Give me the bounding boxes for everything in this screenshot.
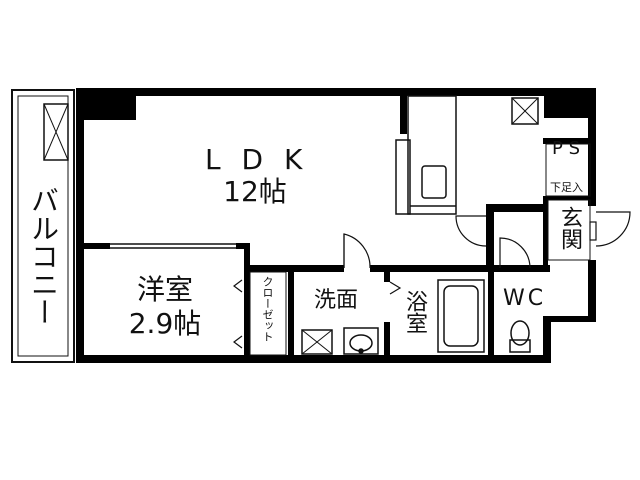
ps-label: P S [552, 138, 581, 159]
ldk-size: 12帖 [223, 175, 287, 208]
closet [233, 271, 287, 356]
western-room-size: 2.9帖 [128, 307, 202, 340]
washroom-label: 洗面 [314, 288, 359, 313]
balcony-label: バルコニー [27, 186, 60, 326]
sliding-door [110, 243, 236, 249]
balcony-ac-unit-icon [43, 103, 69, 161]
washing-machine-icon [301, 329, 333, 355]
shoe-box-label: 下足入 [550, 181, 583, 194]
bathroom-label: 浴室 [402, 290, 427, 334]
entrance-label: 玄関 [557, 206, 582, 250]
kitchen-counter [395, 95, 457, 215]
bathtub-icon [437, 279, 485, 353]
toilet-icon [509, 320, 531, 353]
western-room-label: 洋室 [136, 273, 193, 306]
closet-label: クローゼット [261, 276, 274, 342]
interior-walls [76, 96, 593, 363]
appliance-box-icon [511, 97, 539, 125]
shoe-box [547, 199, 591, 261]
ldk-label: L D K [205, 143, 309, 176]
wash-basin-icon [343, 327, 379, 355]
bath-door-marker [389, 281, 402, 295]
outer-walls [76, 88, 596, 363]
wc-label: WC [503, 286, 547, 311]
ps-shaft [545, 143, 591, 197]
door-swings [343, 211, 631, 269]
balcony-area [11, 89, 75, 363]
